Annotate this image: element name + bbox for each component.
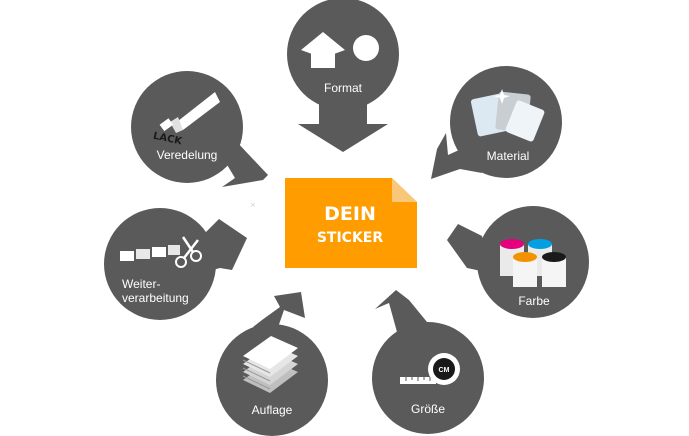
tape-measure-unit: CM [439,367,450,374]
veredelung-node: LACK Veredelung [131,71,268,187]
tape-measure-icon: CM [400,353,460,385]
dein-sticker-center: DEIN STICKER [285,178,417,268]
scissors-icon [120,236,202,268]
sticker-fold [392,178,417,202]
farbe-label: Farbe [518,294,550,308]
weiterverarbeitung-label-line1: Weiter- [122,277,160,291]
format-label: Format [324,81,363,95]
veredelung-label: Veredelung [157,148,218,162]
material-sheets-icon [470,89,545,142]
weiterverarbeitung-label-line2: verarbeitung [122,291,189,305]
decorative-mark: × [250,201,256,209]
paper-stack-icon [242,336,298,393]
format-node: Format [287,0,399,152]
groesse-label: Größe [411,402,445,416]
center-title-line1: DEIN [324,203,376,225]
material-label: Material [487,149,530,163]
center-title-line2: STICKER [317,230,384,246]
auflage-node: Auflage [216,292,328,436]
material-node: Material [431,66,562,179]
ink-cans-icon [500,239,566,287]
sticker-shape [285,178,417,268]
groesse-node: CM Größe [372,290,484,434]
shapes-icon [301,32,379,68]
auflage-label: Auflage [252,403,293,417]
farbe-node: Farbe [447,206,589,318]
weiterverarbeitung-node: Weiter- verarbeitung [104,208,247,320]
